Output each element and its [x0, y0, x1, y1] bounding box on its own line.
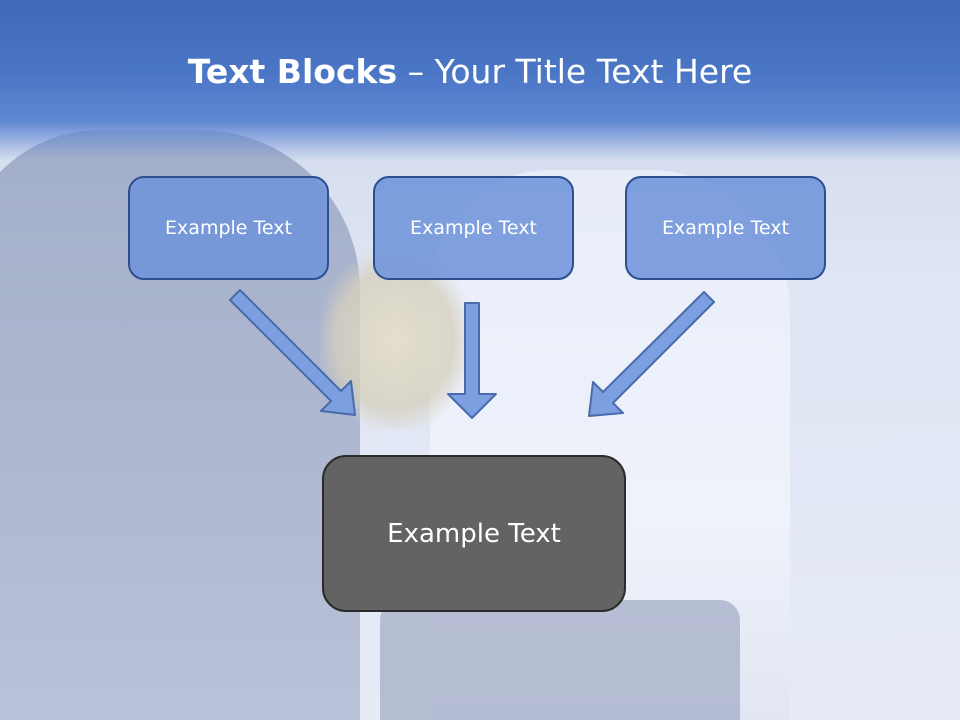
- text-block-2[interactable]: Example Text: [373, 176, 574, 280]
- title-band: [0, 0, 960, 160]
- text-block-2-label: Example Text: [410, 217, 537, 239]
- text-block-1-label: Example Text: [165, 217, 292, 239]
- title-bold: Text Blocks: [187, 52, 398, 91]
- title-separator: –: [397, 52, 435, 91]
- arrow-right-icon: [588, 291, 715, 417]
- text-block-3[interactable]: Example Text: [625, 176, 826, 280]
- arrow-center-icon: [447, 302, 497, 419]
- title-rest: Your Title Text Here: [434, 52, 753, 91]
- arrow-left-icon: [229, 289, 356, 416]
- text-block-1[interactable]: Example Text: [128, 176, 329, 280]
- slide-title: Text Blocks – Your Title Text Here: [0, 52, 940, 91]
- target-block[interactable]: Example Text: [322, 455, 626, 612]
- target-block-label: Example Text: [387, 518, 561, 549]
- text-block-3-label: Example Text: [662, 217, 789, 239]
- background-legs: [380, 600, 740, 720]
